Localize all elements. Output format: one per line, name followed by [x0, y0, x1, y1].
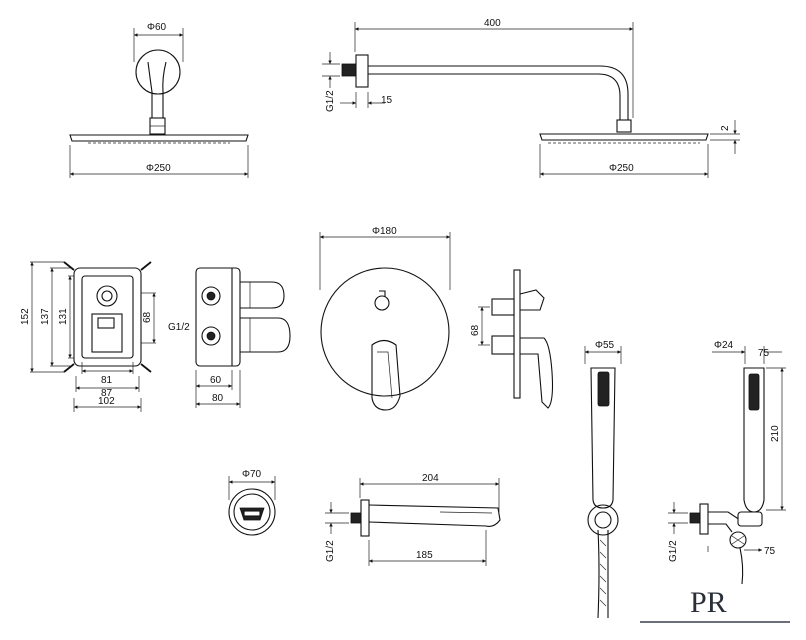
spout-length-label: 204: [422, 473, 439, 484]
valve-box-side-view: G1/2 60 80: [168, 267, 291, 408]
trim-plate-side-view: 68: [470, 269, 554, 409]
holder-height-label: 210: [770, 425, 781, 442]
trim-plate-front-view: Φ180: [319, 226, 451, 411]
valve-box-depth-outer-label: 80: [212, 393, 224, 404]
shower-arm-side-view: 400 G1/2 15 2 Φ250: [322, 18, 740, 178]
holder-diameter-label: Φ24: [714, 340, 734, 351]
shower-arm-thread-label: G1/2: [325, 90, 336, 112]
spout-reach-label: 185: [416, 550, 433, 561]
valve-box-height-outer-label: 152: [20, 308, 31, 325]
holder-top-offset-label: 75: [758, 348, 770, 359]
holder-bottom-offset-label: 75: [764, 546, 776, 557]
shower-arm-offset-label: 15: [381, 95, 393, 106]
valve-box-width-1-label: 81: [101, 375, 113, 386]
spout-side-view: 204 G1/2 185: [325, 473, 501, 566]
valve-box-height-inner-label: 131: [58, 308, 69, 325]
shower-head-side-width-label: Φ250: [609, 163, 634, 174]
holder-thread-label: G1/2: [668, 540, 679, 562]
spout-diameter-label: Φ70: [242, 469, 262, 480]
trim-side-height-label: 68: [470, 324, 481, 336]
spout-thread-label: G1/2: [325, 540, 336, 562]
shower-head-diameter-label: Φ60: [147, 22, 167, 33]
hand-shower-view: Φ55: [584, 340, 622, 619]
trim-plate-diameter-label: Φ180: [372, 226, 397, 237]
shower-arm-length-label: 400: [484, 18, 501, 29]
hand-shower-diameter-label: Φ55: [595, 340, 615, 351]
valve-box-right-label: 68: [142, 311, 153, 323]
valve-box-depth-inner-label: 60: [210, 375, 222, 386]
valve-box-width-3-label: 102: [98, 396, 115, 407]
valve-box-height-mid-label: 137: [40, 308, 51, 325]
valve-box-thread-label: G1/2: [168, 322, 190, 333]
valve-box-front-view: 152 137 131 68 81 87 102: [20, 261, 156, 412]
brand-logo: PR: [640, 586, 790, 623]
spout-front-view: Φ70: [228, 469, 276, 536]
logo-text: PR: [690, 586, 727, 619]
shower-head-thickness-label: 2: [720, 125, 731, 131]
shower-head-width-label: Φ250: [146, 163, 171, 174]
holder-view: Φ24 75 210 G1/2 75: [668, 340, 786, 585]
valve-box-width-2-label: 87: [101, 388, 113, 399]
shower-head-top-view: Φ60 Φ250: [69, 22, 249, 178]
